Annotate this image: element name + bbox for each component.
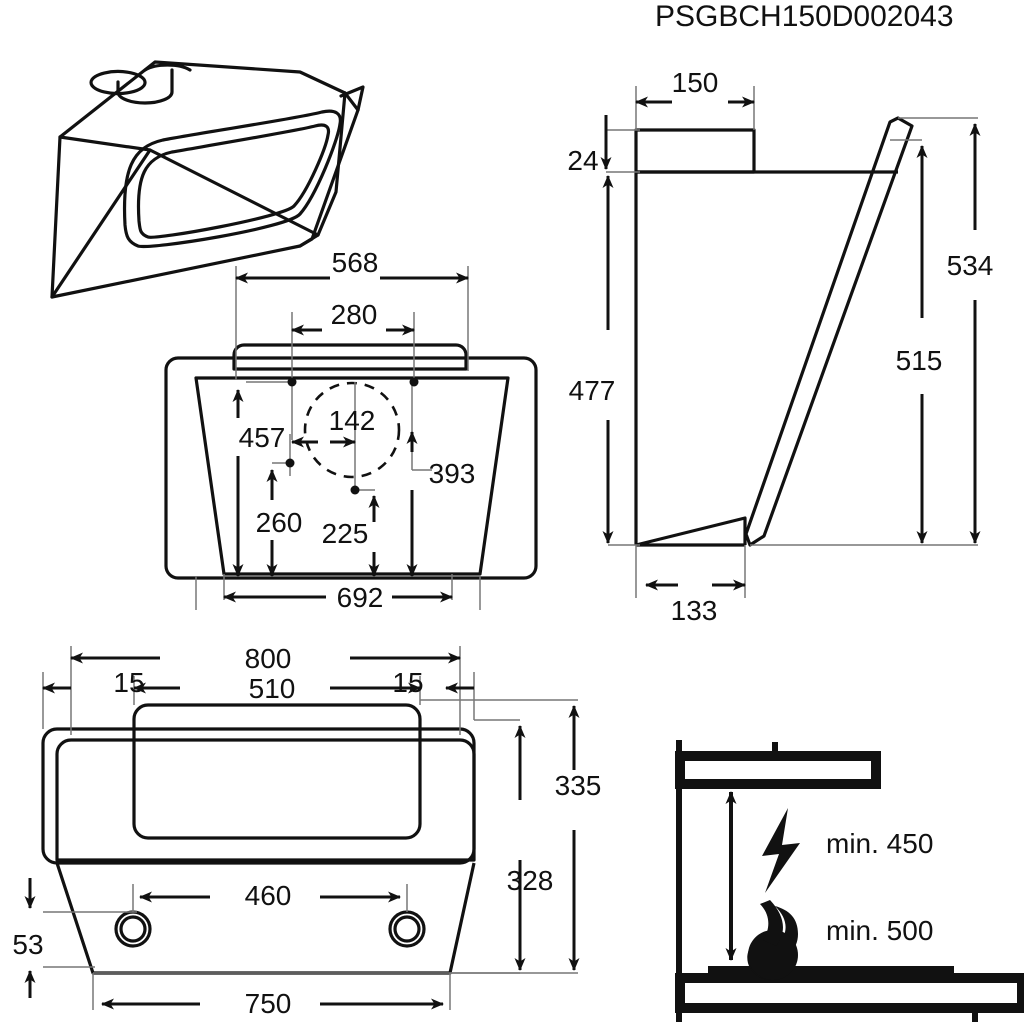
drawing-title: PSGBCH150D002043 xyxy=(655,0,954,33)
dim-side-477: 477 xyxy=(569,375,616,406)
dim-rear-692: 692 xyxy=(337,582,384,613)
dim-rear-457: 457 xyxy=(239,422,286,453)
front-view-group xyxy=(41,703,476,975)
dim-rear-393: 393 xyxy=(429,458,476,489)
dim-rear-568: 568 xyxy=(332,247,379,278)
dim-front-15-left: 15 xyxy=(113,667,144,698)
dim-rear-225: 225 xyxy=(322,518,369,549)
front-view-dimension-lines xyxy=(42,646,578,1010)
side-view-dimension-lines xyxy=(606,86,978,598)
dim-front-510: 510 xyxy=(249,673,296,704)
dim-side-515: 515 xyxy=(896,345,943,376)
flame-icon-tip xyxy=(760,900,783,946)
side-view-group xyxy=(634,116,914,547)
dim-front-335: 335 xyxy=(555,770,602,801)
dim-side-534: 534 xyxy=(947,250,994,281)
dim-rear-280: 280 xyxy=(331,299,378,330)
rear-view-group xyxy=(164,343,538,580)
front-view-dimension-arrows xyxy=(24,652,580,1010)
rear-view-hole-markers xyxy=(285,377,419,495)
dim-side-150: 150 xyxy=(672,67,719,98)
dim-front-53: 53 xyxy=(12,929,43,960)
clearance-note-gas-label: min. 500 xyxy=(826,915,933,946)
flame-icon-body xyxy=(748,930,798,980)
dim-front-800: 800 xyxy=(245,643,292,674)
clearance-view-group: min. 450 min. 500 xyxy=(675,740,1024,1022)
iso-view-group xyxy=(50,60,365,299)
dim-front-15-right: 15 xyxy=(392,667,423,698)
hob-surface xyxy=(708,966,954,978)
clearance-note-electric-label: min. 450 xyxy=(826,828,933,859)
dim-side-24: 24 xyxy=(567,145,598,176)
dim-front-460: 460 xyxy=(245,880,292,911)
rear-view-hole-circle xyxy=(303,381,401,479)
dim-rear-142: 142 xyxy=(329,405,376,436)
dim-front-750: 750 xyxy=(245,988,292,1019)
rear-view-dimension-lines xyxy=(195,266,481,610)
rear-view-dimension-arrows xyxy=(223,272,469,603)
dim-rear-260: 260 xyxy=(256,507,303,538)
side-view-dimension-arrows xyxy=(600,96,981,591)
dim-side-133: 133 xyxy=(671,595,718,626)
lightning-bolt-icon xyxy=(762,808,800,893)
dim-front-328: 328 xyxy=(507,865,554,896)
